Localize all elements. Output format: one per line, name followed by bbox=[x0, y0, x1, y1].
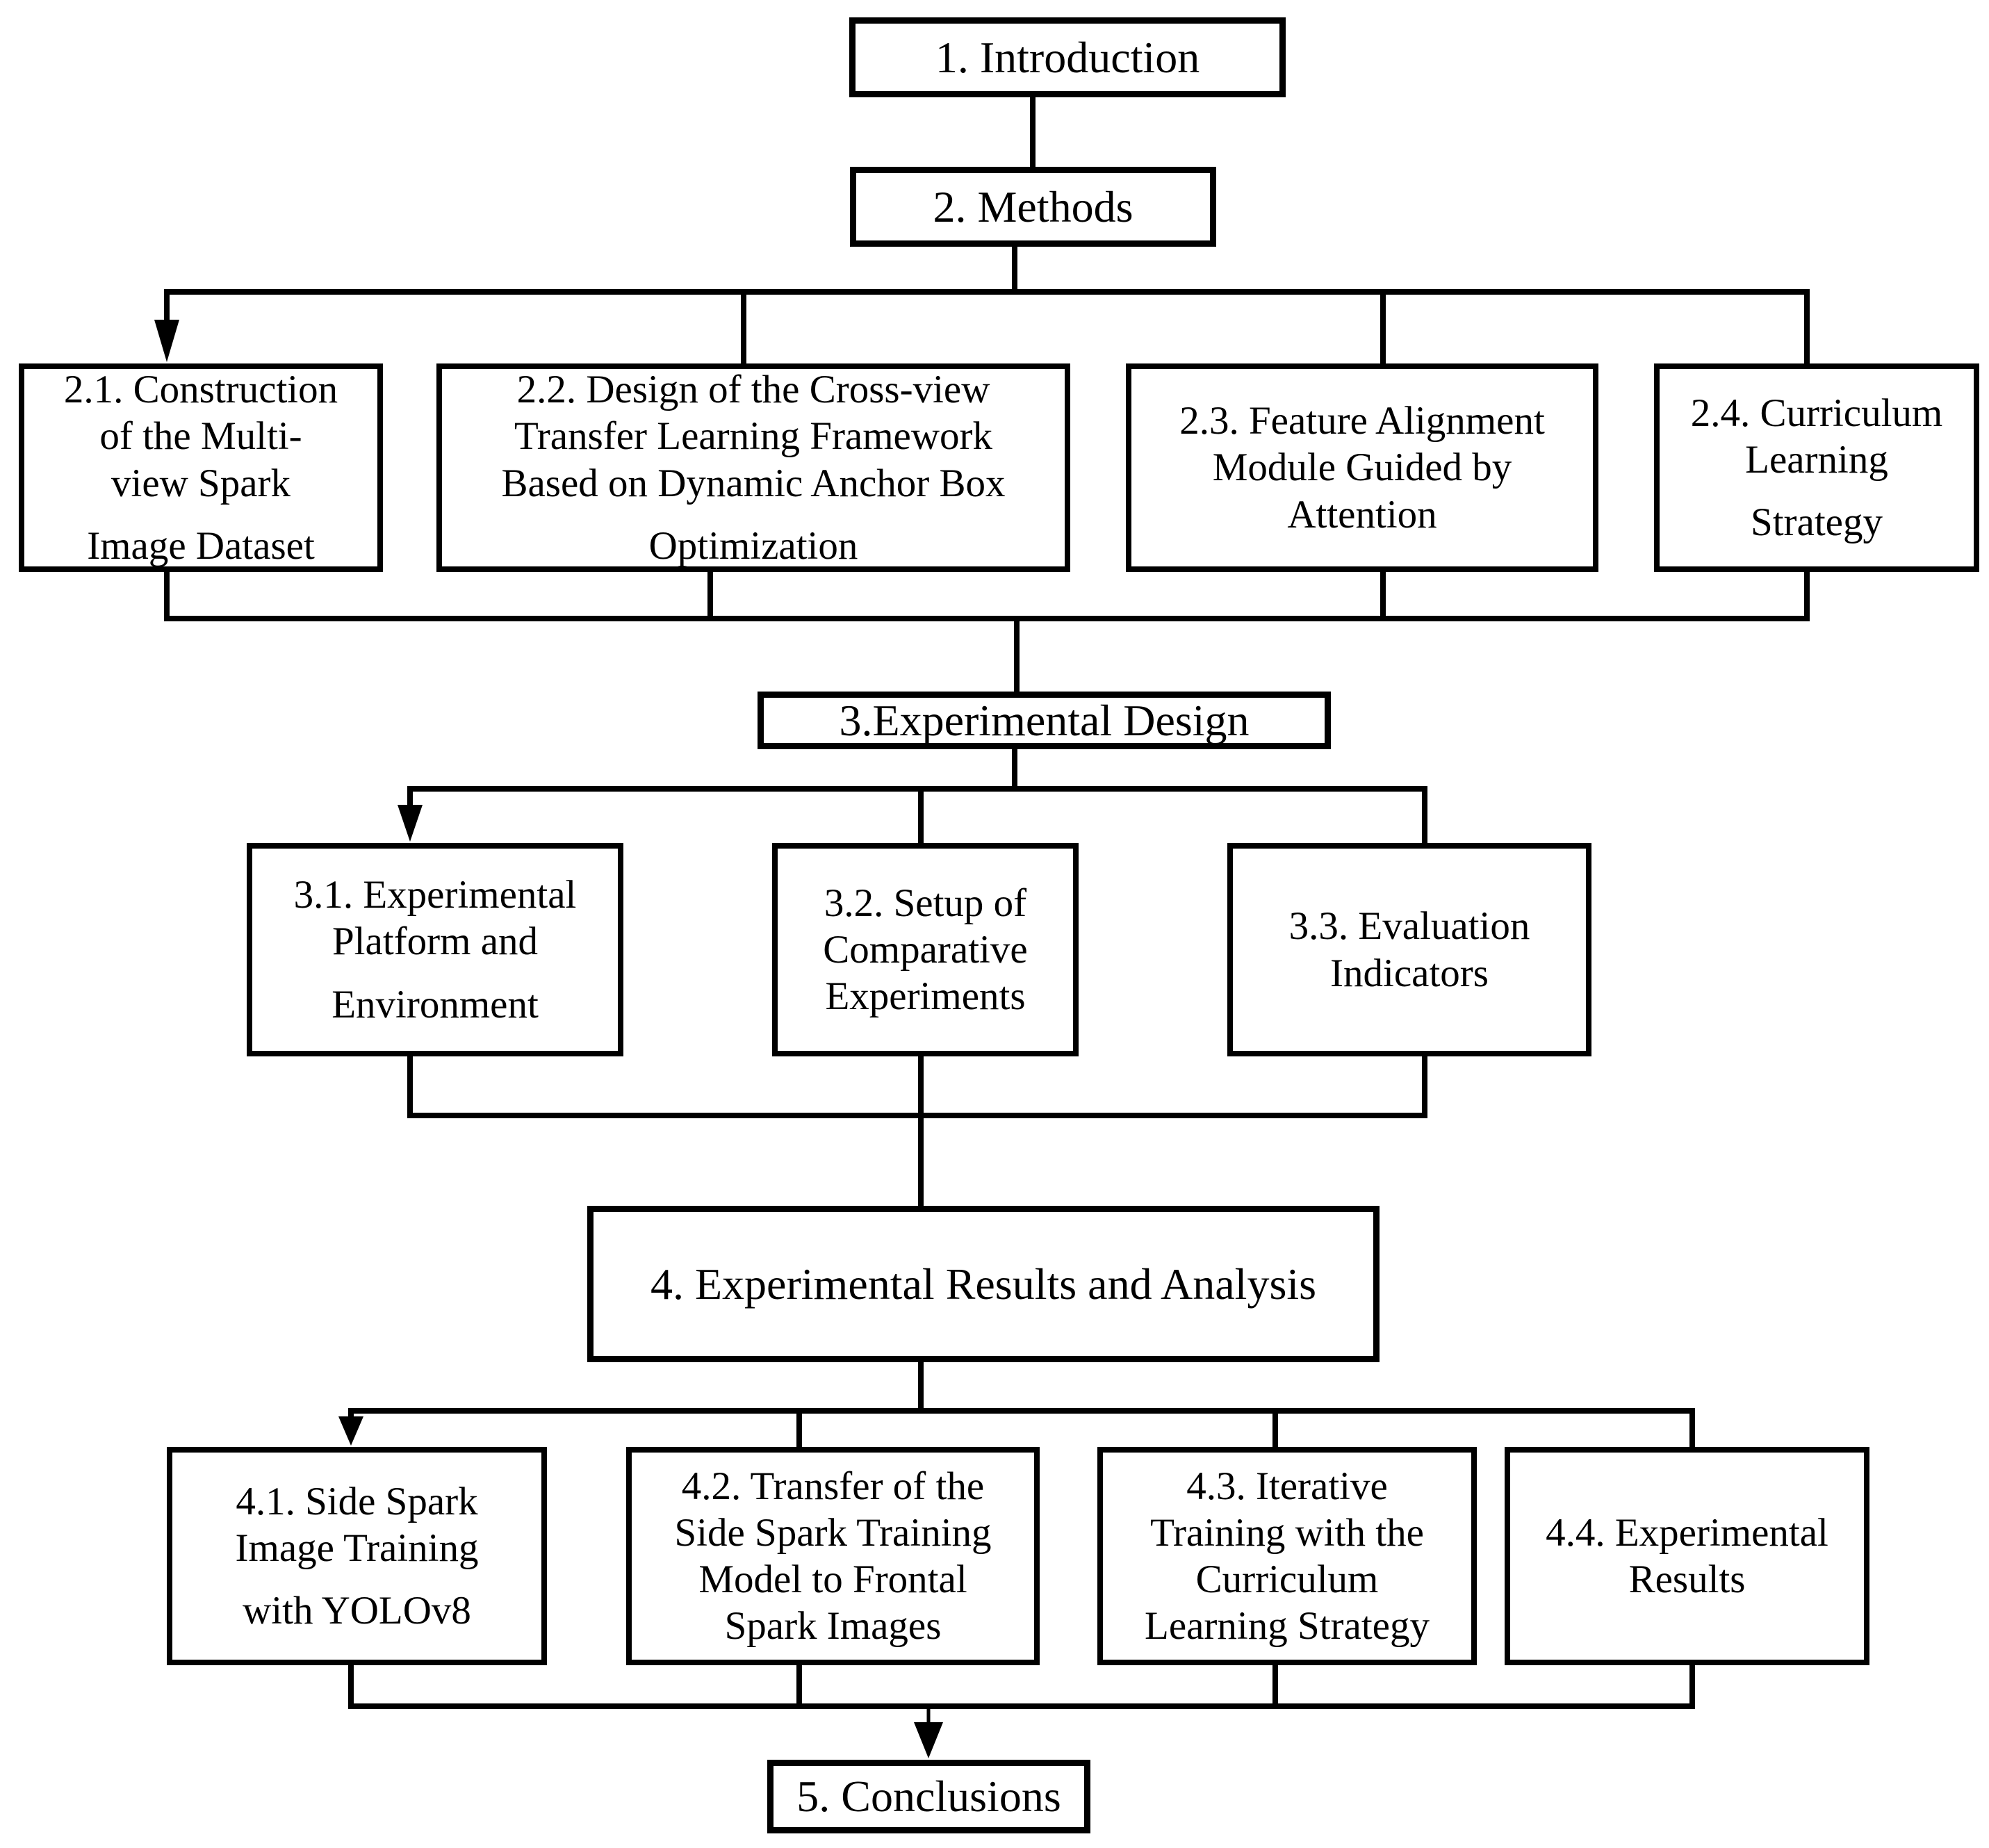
flow-node-3: 3.Experimental Design bbox=[758, 692, 1331, 749]
flow-node-2-4-label-line: Strategy bbox=[1751, 500, 1883, 545]
flow-node-3-1-label-line: Environment bbox=[332, 982, 539, 1027]
flow-node-4-label-line: 4. Experimental Results and Analysis bbox=[650, 1259, 1317, 1309]
flow-node-4-3-label-line: Training with the bbox=[1150, 1510, 1424, 1555]
flow-node-2-2-label-line: Based on Dynamic Anchor Box bbox=[501, 461, 1006, 505]
flow-node-3-2-label-line: Comparative bbox=[823, 927, 1028, 972]
flow-node-2-1-label-line: of the Multi- bbox=[99, 414, 302, 459]
flow-node-2-1-label-line: Image Dataset bbox=[87, 523, 315, 568]
flow-node-2-2-label-line: Optimization bbox=[648, 523, 858, 568]
flow-node-2-1-label-line: view Spark bbox=[110, 461, 291, 505]
flow-node-3-label-line: 3.Experimental Design bbox=[839, 695, 1250, 745]
flow-node-2-1-label-line: 2.1. Construction bbox=[63, 368, 338, 412]
flow-node-5: 5. Conclusions bbox=[767, 1760, 1090, 1833]
flow-node-4-1-label-line: 4.1. Side Spark bbox=[236, 1479, 478, 1523]
flow-node-4-1-label-line: Image Training bbox=[235, 1526, 479, 1570]
flow-node-2-3-label-line: 2.3. Feature Alignment bbox=[1179, 399, 1545, 443]
flow-node-3-3-label-line: Indicators bbox=[1330, 951, 1489, 995]
flow-node-3-3-label-line: 3.3. Evaluation bbox=[1288, 904, 1530, 949]
flow-node-4-1-label-line: with YOLOv8 bbox=[243, 1589, 471, 1633]
arrowhead-down-icon bbox=[338, 1416, 363, 1446]
flow-node-2-label-line: 2. Methods bbox=[933, 181, 1133, 231]
flow-node-4: 4. Experimental Results and Analysis bbox=[587, 1206, 1380, 1362]
arrowhead-down-icon bbox=[914, 1722, 943, 1758]
flow-node-4-4-label-line: Results bbox=[1628, 1557, 1746, 1601]
flow-node-1: 1. Introduction bbox=[849, 17, 1286, 97]
arrowhead-down-icon bbox=[154, 320, 179, 362]
flow-node-4-4-label-line: 4.4. Experimental bbox=[1546, 1510, 1828, 1555]
flow-node-2-2-label-line: Transfer Learning Framework bbox=[514, 414, 993, 459]
flow-node-2-3-label-line: Attention bbox=[1287, 492, 1437, 537]
flow-node-3-2-label-line: Experiments bbox=[825, 974, 1026, 1019]
flow-node-3-1-label-line: Platform and bbox=[332, 919, 539, 964]
flow-node-4-3-label-line: Learning Strategy bbox=[1145, 1604, 1430, 1649]
flow-node-3-1-label-line: 3.1. Experimental bbox=[293, 873, 577, 917]
flow-node-5-label-line: 5. Conclusions bbox=[796, 1772, 1061, 1822]
flow-node-4-2-label-line: Side Spark Training bbox=[674, 1510, 992, 1555]
flow-node-3-2-label-line: 3.2. Setup of bbox=[824, 881, 1027, 925]
flow-node-4-2-label-line: Spark Images bbox=[724, 1604, 942, 1649]
flow-node-2-2-label-line: 2.2. Design of the Cross-view bbox=[516, 368, 990, 412]
flow-node-4-3-label-line: 4.3. Iterative bbox=[1186, 1464, 1388, 1508]
flow-node-1-label-line: 1. Introduction bbox=[935, 32, 1200, 82]
flow-node-4-3-label-line: Curriculum bbox=[1195, 1557, 1379, 1601]
flow-node-2: 2. Methods bbox=[850, 167, 1216, 247]
flow-node-2-3-label-line: Module Guided by bbox=[1212, 445, 1512, 490]
flow-node-2-4-label-line: 2.4. Curriculum bbox=[1690, 391, 1943, 435]
flow-node-4-2-label-line: 4.2. Transfer of the bbox=[681, 1464, 985, 1508]
flow-node-2-4-label-line: Learning bbox=[1745, 437, 1888, 482]
flow-node-4-2-label-line: Model to Frontal bbox=[698, 1557, 967, 1601]
arrowhead-down-icon bbox=[398, 805, 423, 842]
